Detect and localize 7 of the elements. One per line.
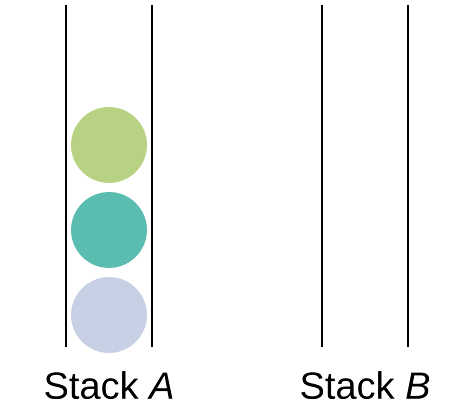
ball xyxy=(71,277,147,353)
stack-tube xyxy=(65,4,153,348)
stack-label: Stack A xyxy=(45,371,172,400)
stack-tube xyxy=(321,4,409,348)
ball xyxy=(71,107,147,183)
stack-label: Stack B xyxy=(301,371,430,400)
ball xyxy=(71,192,147,268)
